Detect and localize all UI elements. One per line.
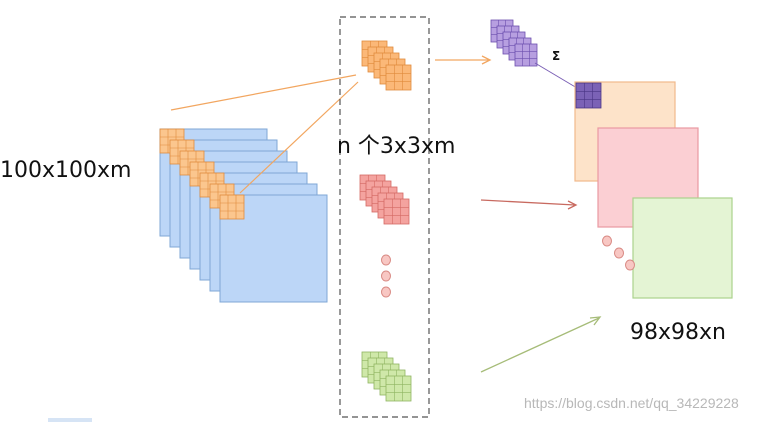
filter-count-label: n 个3x3xm — [337, 134, 456, 159]
input-receptive-patches — [159, 128, 245, 220]
filter-layer — [385, 64, 412, 91]
output-cell-grid — [575, 82, 602, 109]
filter-bank-box — [339, 16, 430, 418]
output-feature-maps — [574, 81, 733, 299]
output-map-green — [632, 197, 733, 299]
filter-layer — [383, 198, 410, 225]
corner-shape — [48, 418, 92, 422]
filter-purple — [490, 19, 538, 67]
filter-layer — [385, 375, 412, 402]
watermark: https://blog.csdn.net/qq_34229228 — [524, 395, 739, 411]
filter-red — [359, 174, 410, 225]
filter-orange — [361, 40, 412, 91]
projection-line-top — [170, 74, 357, 111]
arrow-to-purple-filter — [435, 55, 492, 65]
input-size-label: 100x100xm — [0, 158, 132, 183]
projection-line-bottom — [239, 81, 359, 194]
filter-layer — [514, 43, 538, 67]
input-patch — [219, 194, 245, 220]
arrow-red-to-maps — [480, 199, 578, 210]
output-size-label: 98x98xn — [630, 320, 726, 345]
sum-symbol: Σ — [552, 49, 561, 63]
output-cell-3x3 — [575, 82, 602, 109]
filter-green — [361, 351, 412, 402]
output-ellipsis-dots — [602, 235, 635, 271]
arrow-green-to-maps — [480, 316, 602, 373]
filter-ellipsis-dots — [381, 254, 391, 298]
sum-line — [534, 62, 578, 89]
